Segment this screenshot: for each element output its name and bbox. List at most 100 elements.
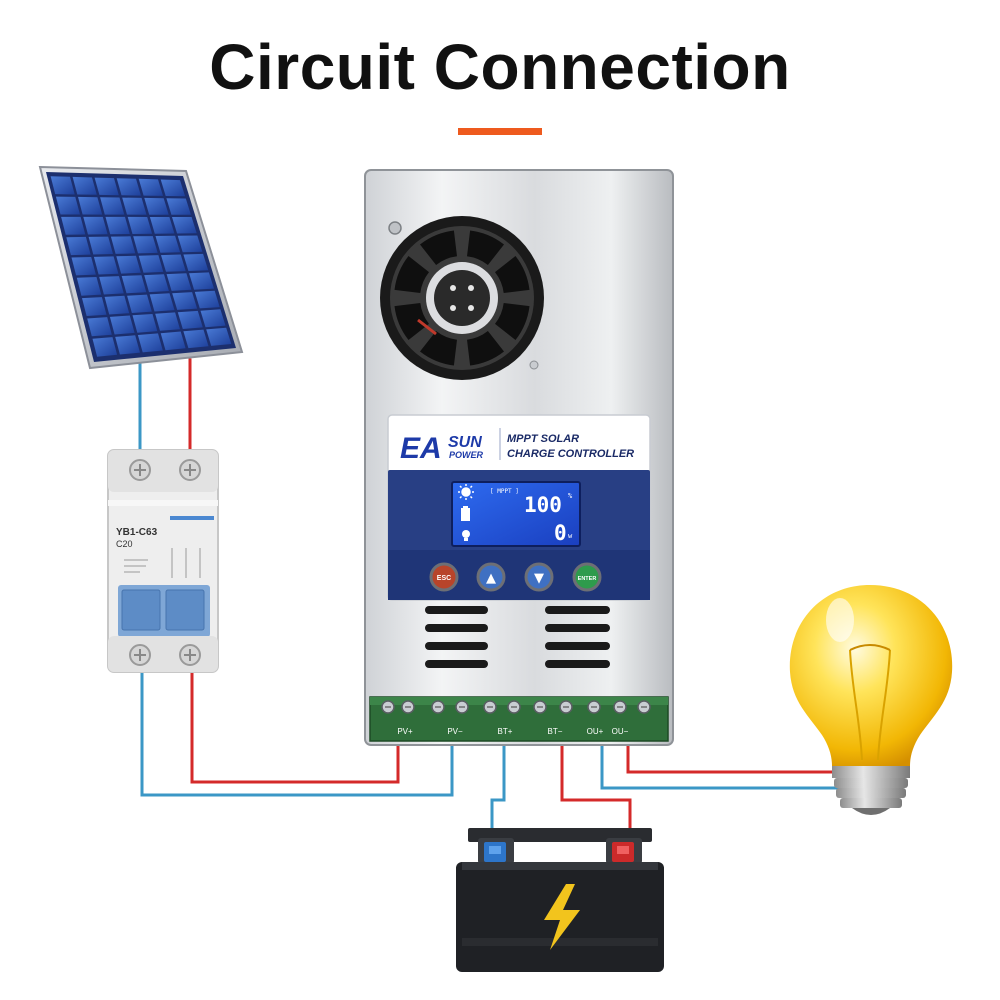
solar-cell xyxy=(104,295,130,315)
brand-sun: SUN xyxy=(448,434,482,451)
vent-slot xyxy=(545,606,610,614)
vent-slot xyxy=(425,660,488,668)
solar-cell xyxy=(92,337,118,357)
solar-cell xyxy=(166,198,191,215)
vent-slots xyxy=(425,606,610,668)
wire-pv-negative xyxy=(140,668,454,797)
solar-cell xyxy=(206,327,232,346)
lcd-mode: [ MPPT ] xyxy=(490,488,519,495)
solar-cell xyxy=(115,335,140,355)
lcd-value-bottom: 0 xyxy=(554,521,567,545)
up-button[interactable]: ▲ xyxy=(476,562,506,592)
battery-icon xyxy=(456,828,664,972)
solar-cell xyxy=(105,216,130,235)
product-line1: MPPT SOLAR xyxy=(507,433,579,445)
breaker-model: YB1-C63 xyxy=(116,527,158,538)
solar-cell xyxy=(94,177,119,196)
solar-cell xyxy=(110,236,136,254)
solar-cell xyxy=(116,255,141,274)
solar-cell xyxy=(149,217,175,234)
battery-mini-icon xyxy=(461,508,470,521)
solar-cell xyxy=(132,314,158,333)
fan-slot xyxy=(495,303,530,340)
solar-cell xyxy=(87,317,112,337)
solar-panel-icon xyxy=(38,165,244,370)
lightning-bolt-icon xyxy=(544,884,580,950)
solar-cell xyxy=(82,297,107,316)
page-title: Circuit Connection xyxy=(209,31,791,103)
solar-cell xyxy=(149,293,175,312)
sun-icon xyxy=(458,484,474,500)
product-line2: CHARGE CONTROLLER xyxy=(507,448,634,460)
solar-cell xyxy=(138,255,164,273)
solar-cell xyxy=(166,273,192,291)
solar-cell xyxy=(155,235,181,253)
title-underline xyxy=(458,128,542,135)
solar-cell xyxy=(161,254,186,272)
wire-pv-positive xyxy=(190,668,400,784)
wire-load-negative xyxy=(600,738,850,790)
terminal-label: PV− xyxy=(447,727,463,736)
fan-slot xyxy=(420,331,457,366)
terminal-label: OU+ xyxy=(587,727,604,736)
solar-cell xyxy=(144,274,169,293)
esc-button-label: ESC xyxy=(437,575,451,582)
breaker-lever xyxy=(165,589,205,631)
solar-cell xyxy=(61,216,86,235)
wire-bt-negative xyxy=(490,738,506,844)
solar-cell xyxy=(177,310,203,329)
fan-slot xyxy=(394,303,429,340)
solar-cell xyxy=(127,294,152,313)
solar-cell xyxy=(100,197,125,215)
solar-cell xyxy=(155,312,180,331)
terminal-label: OU− xyxy=(612,727,629,736)
solar-cell xyxy=(99,276,124,295)
terminal-label: PV+ xyxy=(397,727,413,736)
solar-cell xyxy=(183,253,209,271)
lcd-unit-bottom: w xyxy=(568,532,573,540)
solar-cell xyxy=(50,176,75,195)
brand-ea: EA xyxy=(400,432,442,465)
enter-button[interactable]: ENTER xyxy=(572,562,602,592)
solar-cell xyxy=(183,329,209,349)
solar-cell xyxy=(83,216,108,235)
lcd-screen xyxy=(451,481,581,547)
vent-slot xyxy=(425,624,488,632)
breaker-rating: C20 xyxy=(116,539,133,549)
solar-cell xyxy=(160,179,186,197)
charge-controller: EA SUN POWER MPPT SOLAR CHARGE CONTROLLE… xyxy=(364,169,674,746)
down-arrow-icon: ▼ xyxy=(534,571,544,586)
solar-cell xyxy=(76,277,102,296)
circuit-breaker-icon: YB1-C63 C20 xyxy=(107,449,219,673)
solar-cell xyxy=(137,333,163,353)
solar-cell xyxy=(138,178,163,196)
solar-cell xyxy=(160,331,186,351)
vent-slot xyxy=(425,606,488,614)
down-button[interactable]: ▼ xyxy=(524,562,554,592)
fan-icon xyxy=(380,216,544,380)
solar-cell xyxy=(200,309,226,328)
solar-cell xyxy=(121,275,147,294)
vent-slot xyxy=(425,642,488,650)
lcd-value-top: 100 xyxy=(524,493,562,517)
vent-slot xyxy=(545,660,610,668)
terminal-label: BT− xyxy=(548,727,563,736)
fan-slot xyxy=(467,230,504,265)
solar-cell xyxy=(71,257,96,276)
solar-cell xyxy=(133,236,158,254)
solar-cell xyxy=(194,290,220,309)
solar-cell xyxy=(88,236,113,255)
fan-slot xyxy=(495,256,530,293)
solar-cell xyxy=(72,176,97,195)
bulb-mini-icon xyxy=(462,530,470,541)
enter-button-label: ENTER xyxy=(578,576,597,582)
solar-cell xyxy=(78,196,103,215)
solar-cell xyxy=(109,315,135,335)
solar-cell xyxy=(55,196,80,215)
solar-cell xyxy=(66,236,91,256)
solar-cell xyxy=(122,197,147,215)
wire-bt-positive xyxy=(560,738,632,844)
fan-slot xyxy=(467,331,504,366)
esc-button[interactable]: ESC xyxy=(429,562,459,592)
